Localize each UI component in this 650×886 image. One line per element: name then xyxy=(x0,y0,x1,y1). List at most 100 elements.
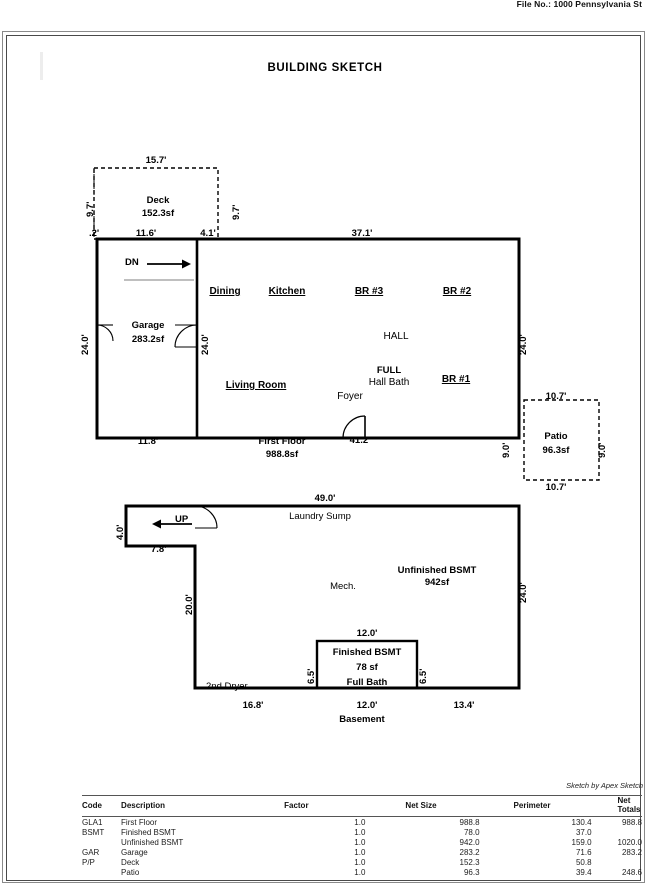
col-header-description: Description xyxy=(121,795,285,817)
table-header-row: Code Description Factor Net Size Perimet… xyxy=(82,795,642,817)
page-title: BUILDING SKETCH xyxy=(267,62,383,74)
finished-bsmt-outline xyxy=(315,639,419,690)
cell-factor: 1.0 xyxy=(354,868,366,877)
first-floor-area: 988.8sf xyxy=(265,449,299,460)
unfinished-bsmt-name: Unfinished BSMT xyxy=(397,565,477,576)
foyer-door-swing xyxy=(342,415,366,439)
cell-description: Garage xyxy=(121,848,148,857)
cell-factor: 1.0 xyxy=(354,838,366,847)
deck-name: Deck xyxy=(146,195,170,206)
basement-dim-bottom-right: 13.4' xyxy=(453,700,475,711)
sketch-vector-canvas xyxy=(93,167,600,690)
first-floor-dim-top: 37.1' xyxy=(351,228,373,239)
dim-corner-left: .2' xyxy=(89,228,100,239)
garage-dim-bottom: 11.8' xyxy=(137,436,159,447)
cell-description: Unfinished BSMT xyxy=(121,838,184,847)
patio-dim-right: 9.0' xyxy=(597,442,608,458)
room-br3: BR #3 xyxy=(354,286,384,297)
col-header-factor: Factor xyxy=(284,795,406,817)
laundry-sump-label: Laundry Sump xyxy=(289,511,351,522)
room-br1: BR #1 xyxy=(441,374,471,385)
patio-outline xyxy=(523,399,600,481)
deck-dim-right: 9.7' xyxy=(231,204,242,220)
table-row: Unfinished BSMT 1.0 942.0 159.0 1020.0 xyxy=(82,837,642,847)
cell-code xyxy=(82,867,121,877)
finished-bsmt-dim-top: 12.0' xyxy=(356,628,378,639)
first-floor-name: First Floor xyxy=(258,436,306,447)
patio-area: 96.3sf xyxy=(542,445,570,456)
patio-dim-bottom: 10.7' xyxy=(545,482,567,493)
dryer-label: 2nd Dryer xyxy=(206,681,248,692)
room-foyer: Foyer xyxy=(337,391,363,402)
finished-bsmt-bath: Full Bath xyxy=(346,677,388,688)
table-body: GLA1 First Floor 1.0 988.8 130.4 988.8 B… xyxy=(82,817,642,877)
room-full: FULL xyxy=(376,365,402,376)
garage-door-swings xyxy=(96,324,198,348)
dim-gap: 4.1' xyxy=(200,228,216,239)
first-floor-outline xyxy=(95,237,521,440)
room-dining: Dining xyxy=(209,286,241,297)
table-row: GLA1 First Floor 1.0 988.8 130.4 988.8 xyxy=(82,817,642,827)
col-header-perimeter: Perimeter xyxy=(513,795,618,817)
stair-up-label: UP xyxy=(175,514,189,525)
first-floor-dim-right: 24.0' xyxy=(518,334,529,355)
cell-perimeter: 130.4 xyxy=(571,818,592,827)
cell-code: P/P xyxy=(82,858,95,867)
cell-net-size: 988.8 xyxy=(459,818,480,827)
cell-factor: 1.0 xyxy=(354,848,366,857)
garage-dim-left: 24.0' xyxy=(80,334,91,355)
cell-code: GLA1 xyxy=(82,818,103,827)
cell-perimeter: 71.6 xyxy=(575,848,592,857)
basement-dim-left-lower: 20.0' xyxy=(184,594,195,615)
first-floor-dim-bottom: 41.2' xyxy=(349,435,371,446)
cell-net-size: 152.3 xyxy=(459,858,480,867)
patio-dim-top: 10.7' xyxy=(545,391,567,402)
basement-notch-dim: 7.8' xyxy=(151,544,167,555)
cell-net-size: 283.2 xyxy=(459,848,480,857)
cell-description: Finished BSMT xyxy=(121,828,176,837)
sketch-credit: Sketch by Apex Sketch xyxy=(566,781,643,790)
cell-code: GAR xyxy=(82,848,100,857)
col-header-code: Code xyxy=(82,795,122,817)
area-summary-table: Code Description Factor Net Size Perimet… xyxy=(82,795,642,877)
basement-name: Basement xyxy=(339,714,385,725)
room-hall-bath: Hall Bath xyxy=(368,377,410,388)
garage-area: 283.2sf xyxy=(131,334,165,345)
cell-description: Deck xyxy=(121,858,140,867)
cell-net-totals xyxy=(618,827,642,837)
deck-dim-top: 15.7' xyxy=(145,155,167,166)
cell-code: BSMT xyxy=(82,828,105,837)
table-row: Patio 1.0 96.3 39.4 248.6 xyxy=(82,867,642,877)
cell-description: First Floor xyxy=(121,818,158,827)
table-row: BSMT Finished BSMT 1.0 78.0 37.0 xyxy=(82,827,642,837)
basement-stair-swing xyxy=(194,505,218,529)
finished-bsmt-area: 78 sf xyxy=(356,662,378,673)
cell-factor: 1.0 xyxy=(354,828,366,837)
cell-perimeter: 50.8 xyxy=(575,858,592,867)
garage-name: Garage xyxy=(131,320,165,331)
cell-net-totals xyxy=(618,857,642,867)
table-row: GAR Garage 1.0 283.2 71.6 283.2 xyxy=(82,847,642,857)
deck-area: 152.3sf xyxy=(141,208,175,219)
finished-bsmt-dim-right: 6.5' xyxy=(418,668,429,684)
table-row: P/P Deck 1.0 152.3 50.8 xyxy=(82,857,642,867)
basement-dim-bottom-mid: 12.0' xyxy=(356,700,378,711)
garage-dim-top: 11.6' xyxy=(135,228,157,239)
room-kitchen: Kitchen xyxy=(268,286,306,297)
basement-dim-bottom-left: 16.8' xyxy=(242,700,264,711)
room-br2: BR #2 xyxy=(442,286,472,297)
cell-net-totals: 248.6 xyxy=(621,868,642,877)
cell-net-size: 942.0 xyxy=(459,838,480,847)
stair-up-arrow xyxy=(152,519,192,529)
finished-bsmt-name: Finished BSMT xyxy=(332,647,402,658)
basement-outline xyxy=(124,504,521,690)
cell-code xyxy=(82,837,121,847)
col-header-net-size: Net Size xyxy=(405,795,514,817)
room-living: Living Room xyxy=(225,380,287,391)
unfinished-bsmt-area: 942sf xyxy=(424,577,450,588)
page-frame-outer xyxy=(2,31,645,883)
basement-dim-left-upper: 4.0' xyxy=(115,524,126,540)
file-number-header: File No.: 1000 Pennsylvania St xyxy=(516,0,642,9)
building-sketch-drawing xyxy=(6,35,641,881)
page-frame-inner xyxy=(6,35,641,881)
